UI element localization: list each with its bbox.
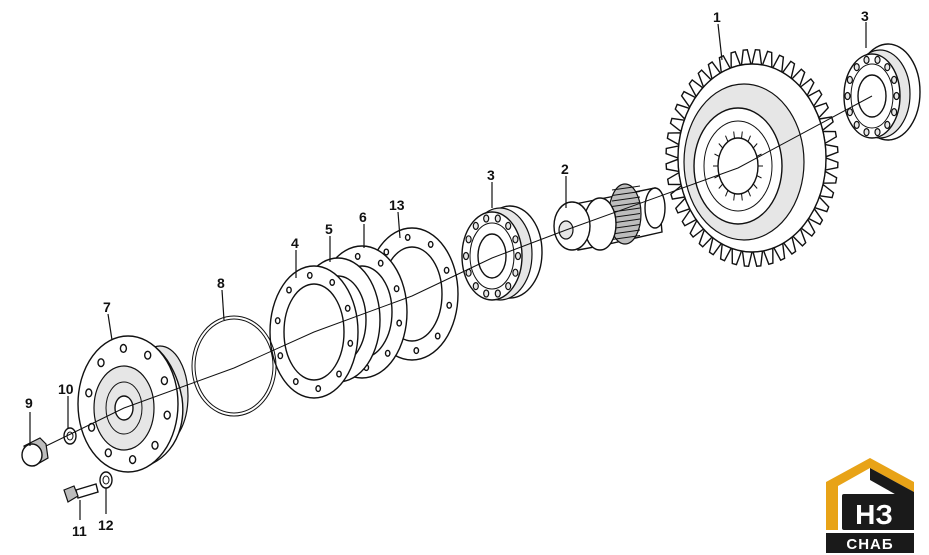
bearing-rollers [462,214,522,298]
part-shaft-2 [553,183,666,251]
callout-5: 5 [325,221,333,237]
part-o-ring-8 [191,315,277,417]
part-gear-1 [665,48,839,268]
callout-13: 13 [389,197,405,213]
part-bearing-3-right [843,43,921,141]
callout-3-middle: 3 [487,167,495,183]
callout-8: 8 [217,275,225,291]
part-plug-9 [21,437,49,467]
callout-2: 2 [561,161,569,177]
part-washer-10 [63,427,77,445]
callout-6: 6 [359,209,367,225]
gasket-holes [274,271,354,393]
part-bearing-3-middle [461,205,543,301]
part-washer-12 [99,471,113,489]
part-cover-7 [77,335,189,473]
part-bolt-11 [63,483,99,503]
callout-10: 10 [58,381,74,397]
callout-7: 7 [103,299,111,315]
gear-spline [713,131,763,201]
gear-teeth [665,48,839,268]
callout-3-right: 3 [861,8,869,24]
callout-11: 11 [72,523,87,539]
logo-mark: НЗ [855,499,893,530]
callout-12: 12 [98,517,114,533]
brand-logo: НЗ СНАБ [826,458,914,553]
callout-1: 1 [713,9,721,25]
assembly-axis [45,95,873,447]
callout-4: 4 [291,235,299,251]
cover-holes [85,343,171,465]
callout-9: 9 [25,395,33,411]
logo-word: СНАБ [846,536,893,553]
bearing-rollers [844,55,900,137]
shaft-splines [611,185,641,240]
